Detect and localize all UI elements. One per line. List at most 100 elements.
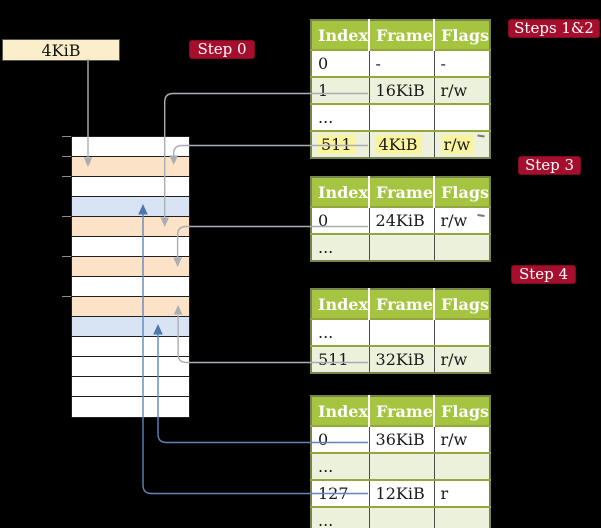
table-row: 0 36KiB r/w	[311, 425, 491, 453]
table-row: ...	[311, 506, 491, 528]
memory-frame-row-white	[72, 357, 189, 377]
cell-value: 511	[318, 350, 349, 369]
table-cell: 12KiB	[369, 479, 435, 507]
table-cell: ...	[311, 506, 370, 528]
memory-frame-row-white	[72, 237, 189, 257]
table-cell	[369, 103, 435, 131]
cell-value: ...	[318, 238, 334, 257]
highlighted-cell-value: 4KiB	[375, 135, 421, 154]
column-header-index: Index	[311, 177, 371, 207]
cell-value: ...	[318, 323, 334, 342]
table-cell: ...	[311, 233, 370, 261]
table-cell: 1	[311, 76, 370, 104]
table-cell	[369, 452, 435, 480]
table-cell: r/w	[434, 130, 491, 158]
table-cell: 0	[311, 425, 370, 453]
frame-size-box: 4KiB	[2, 39, 120, 61]
table-cell: 0	[311, 206, 370, 234]
table-cell	[434, 506, 491, 528]
cell-value: 1	[318, 81, 329, 100]
table-row: 0 24KiB r/w	[311, 206, 491, 234]
table-cell: 511	[311, 345, 370, 373]
memory-frame-row-white	[72, 177, 189, 197]
table-cell: r/w	[434, 345, 491, 373]
column-header-index: Index	[311, 20, 371, 50]
table-cell	[434, 233, 491, 261]
table-cell: r/w	[434, 425, 491, 453]
cell-value: r/w	[440, 81, 468, 100]
cell-value: 32KiB	[375, 350, 425, 369]
step-label-0: Step 0	[189, 40, 255, 59]
column-header-frame: Frame	[369, 177, 436, 207]
table-row: 127 12KiB r	[311, 479, 491, 507]
table-cell	[369, 318, 435, 346]
table-cell: ...	[311, 318, 370, 346]
table-cell: ...	[311, 452, 370, 480]
table-cell	[369, 506, 435, 528]
column-header-flags: Flags	[434, 177, 491, 207]
memory-frame-row-white	[72, 377, 189, 397]
table-row: ...	[311, 452, 491, 480]
memory-column	[71, 136, 190, 418]
column-header-index: Index	[311, 289, 371, 319]
table-row: 511 32KiB r/w	[311, 345, 491, 373]
cell-value: r/w	[440, 350, 468, 369]
cell-value: ...	[318, 457, 334, 476]
memory-frame-row-white	[72, 397, 189, 417]
cell-value: -	[375, 54, 381, 73]
address-tick-marks	[62, 136, 71, 297]
table-row: 0--	[311, 49, 491, 77]
step-label-1and2: Steps 1&2	[508, 19, 600, 38]
cell-value: 127	[318, 484, 349, 503]
cell-value: 12KiB	[375, 484, 425, 503]
table-cell: r	[434, 479, 491, 507]
table-cell: 127	[311, 479, 370, 507]
cell-value: 16KiB	[375, 81, 425, 100]
cell-value: ...	[318, 511, 334, 528]
table-cell: 4KiB	[369, 130, 435, 158]
table-cell: 16KiB	[369, 76, 435, 104]
frame-size-label: 4KiB	[41, 40, 81, 60]
table-cell: 0	[311, 49, 370, 77]
table-cell: -	[369, 49, 435, 77]
cell-value: 36KiB	[375, 430, 425, 449]
memory-frame-row-peach	[72, 297, 189, 317]
memory-frame-row-white	[72, 337, 189, 357]
table-row: ...	[311, 318, 491, 346]
memory-frame-row-white	[72, 277, 189, 297]
cell-value: r/w	[440, 211, 468, 230]
column-header-frame: Frame	[369, 396, 436, 426]
memory-frame-row-peach	[72, 217, 189, 237]
table-cell: ...	[311, 103, 370, 131]
column-header-index: Index	[311, 396, 371, 426]
table-cell: r/w	[434, 206, 491, 234]
table-cell	[369, 233, 435, 261]
column-header-flags: Flags	[434, 289, 491, 319]
cell-value: 0	[318, 211, 329, 230]
cell-value: ...	[318, 108, 334, 127]
table-cell: 32KiB	[369, 345, 435, 373]
table-row: ...	[311, 233, 491, 261]
memory-frame-row-blue	[72, 197, 189, 217]
cell-value: r	[440, 484, 449, 503]
step-label-4: Step 4	[511, 265, 576, 284]
cell-value: 24KiB	[375, 211, 425, 230]
memory-frame-row-peach	[72, 257, 189, 277]
cell-value: 0	[318, 430, 329, 449]
memory-frame-row-white	[72, 137, 189, 157]
table-cell: 24KiB	[369, 206, 435, 234]
column-header-frame: Frame	[369, 20, 436, 50]
table-cell	[434, 318, 491, 346]
table-row: ...	[311, 103, 491, 131]
table-cell: r/w	[434, 76, 491, 104]
step-label-3: Step 3	[518, 156, 581, 175]
